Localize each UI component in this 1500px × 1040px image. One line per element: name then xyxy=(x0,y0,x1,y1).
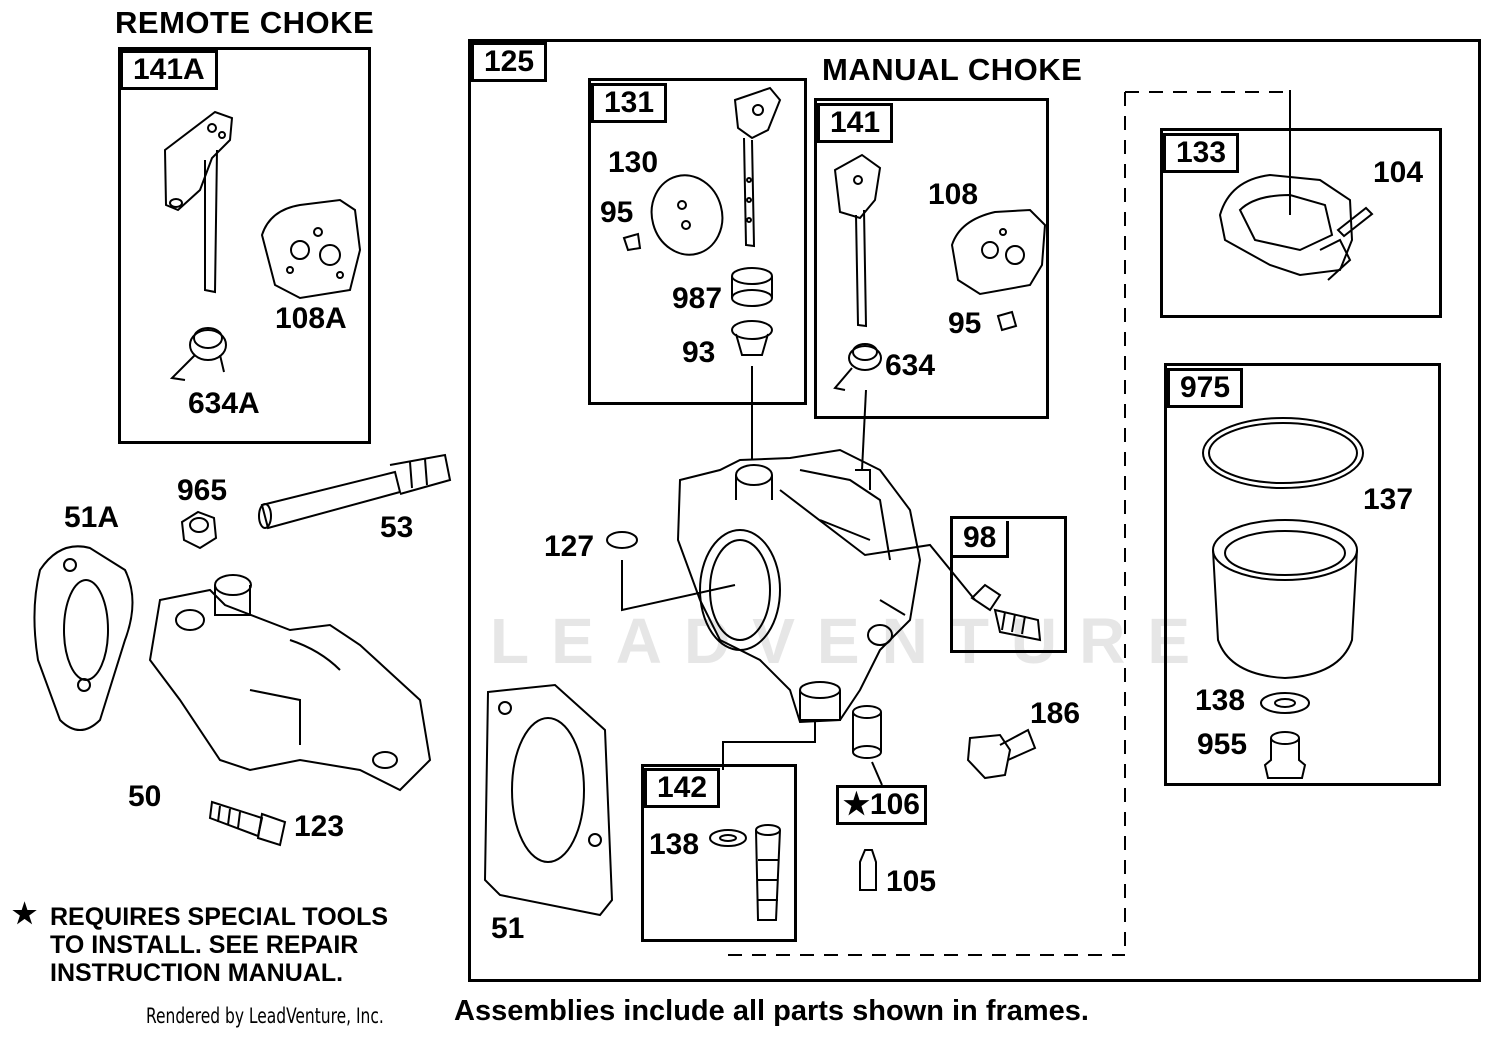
assemblies-footnote: Assemblies include all parts shown in fr… xyxy=(454,995,1089,1027)
frame-label-975: 975 xyxy=(1167,368,1244,408)
frame-142 xyxy=(641,764,797,942)
part-label-965: 965 xyxy=(177,474,228,507)
washer-138a-drawing xyxy=(1260,692,1310,714)
frame-975 xyxy=(1164,363,1441,786)
part-label-955: 955 xyxy=(1197,728,1248,761)
part-label-95b: 95 xyxy=(948,307,982,340)
special-tools-line3: INSTRUCTION MANUAL. xyxy=(50,959,344,987)
screw-123-drawing xyxy=(208,800,287,847)
part-label-108: 108 xyxy=(928,178,979,211)
float-bowl-drawing xyxy=(1212,519,1358,680)
choke-shaft-131-drawing xyxy=(733,86,782,248)
remote-choke-title: REMOTE CHOKE xyxy=(115,5,375,40)
part-label-50: 50 xyxy=(128,780,162,813)
hinge-pin-104-drawing xyxy=(1336,206,1374,238)
frame-label-141: 141 xyxy=(817,103,894,143)
choke-plate-130-drawing xyxy=(650,174,724,256)
choke-shaft-141-drawing xyxy=(833,153,882,328)
part-label-51A: 51A xyxy=(64,501,120,534)
part-label-93: 93 xyxy=(682,336,716,369)
part-label-105: 105 xyxy=(886,865,937,898)
seal-93-drawing xyxy=(731,320,773,356)
rendered-by-credit: Rendered by LeadVenture, Inc. xyxy=(146,1004,384,1028)
frame-125 xyxy=(468,39,1481,982)
frame-133 xyxy=(1160,128,1442,318)
dashed-frame xyxy=(728,91,1288,956)
frame-98 xyxy=(950,516,1067,653)
intake-elbow-drawing xyxy=(148,574,432,792)
frame-label-106: ★106 xyxy=(836,785,927,825)
bushing-987-drawing xyxy=(731,267,773,307)
washer-138b-drawing xyxy=(709,829,747,847)
frame-label-98: 98 xyxy=(953,521,1010,558)
nut-drawing xyxy=(180,510,218,550)
part-label-130: 130 xyxy=(608,146,659,179)
gasket-51-drawing xyxy=(483,683,614,917)
special-tools-star: ★ xyxy=(12,898,38,929)
gasket-137-drawing xyxy=(1202,417,1364,489)
frame-label-133: 133 xyxy=(1163,133,1240,173)
part-label-127: 127 xyxy=(544,530,595,563)
bowl-nut-955-drawing xyxy=(1263,731,1307,779)
needle-105-drawing xyxy=(859,849,877,891)
part-label-987: 987 xyxy=(672,282,723,315)
frame-label-142: 142 xyxy=(644,768,721,808)
special-tools-line1: REQUIRES SPECIAL TOOLS xyxy=(50,903,389,931)
part-label-186: 186 xyxy=(1030,697,1081,730)
screw-95b-drawing xyxy=(996,310,1018,332)
choke-plate-remote-drawing xyxy=(260,198,362,300)
part-label-95a: 95 xyxy=(600,196,634,229)
part-label-53: 53 xyxy=(380,511,414,544)
frame-label-125: 125 xyxy=(471,42,548,82)
part-label-123: 123 xyxy=(294,810,345,843)
seat-106-drawing xyxy=(852,705,882,759)
spring-remote-drawing xyxy=(169,327,227,381)
plug-127-drawing xyxy=(606,531,638,549)
part-label-137: 137 xyxy=(1363,483,1414,516)
frame-141A xyxy=(118,47,371,444)
spring-634-drawing xyxy=(833,343,882,391)
float-133-drawing xyxy=(1218,173,1354,281)
part-label-104: 104 xyxy=(1373,156,1424,189)
frame-141 xyxy=(814,98,1049,419)
frame-label-141A: 141A xyxy=(120,50,218,90)
part-label-634: 634 xyxy=(885,349,936,382)
watermark: LEADVENTURE xyxy=(490,605,1213,677)
gasket-51A-drawing xyxy=(33,545,134,731)
special-tools-line2: TO INSTALL. SEE REPAIR xyxy=(50,931,359,959)
frame-label-131: 131 xyxy=(591,83,668,123)
idle-screw-98-drawing xyxy=(970,583,1042,642)
frame-131 xyxy=(588,78,807,405)
part-label-108A: 108A xyxy=(275,302,347,335)
part-label-138a: 138 xyxy=(1195,684,1246,717)
choke-shaft-remote-drawing xyxy=(163,110,234,294)
part-label-138b: 138 xyxy=(649,828,700,861)
manual-choke-title: MANUAL CHOKE xyxy=(822,52,1083,87)
choke-plate-108-drawing xyxy=(950,208,1047,296)
screw-95a-drawing xyxy=(622,232,642,252)
part-label-634A: 634A xyxy=(188,387,260,420)
fuel-fitting-186-drawing xyxy=(966,728,1037,780)
carburetor-body-drawing xyxy=(676,448,922,724)
part-label-51: 51 xyxy=(491,912,525,945)
nozzle-142-drawing xyxy=(755,824,781,921)
fitting-drawing xyxy=(258,453,452,530)
